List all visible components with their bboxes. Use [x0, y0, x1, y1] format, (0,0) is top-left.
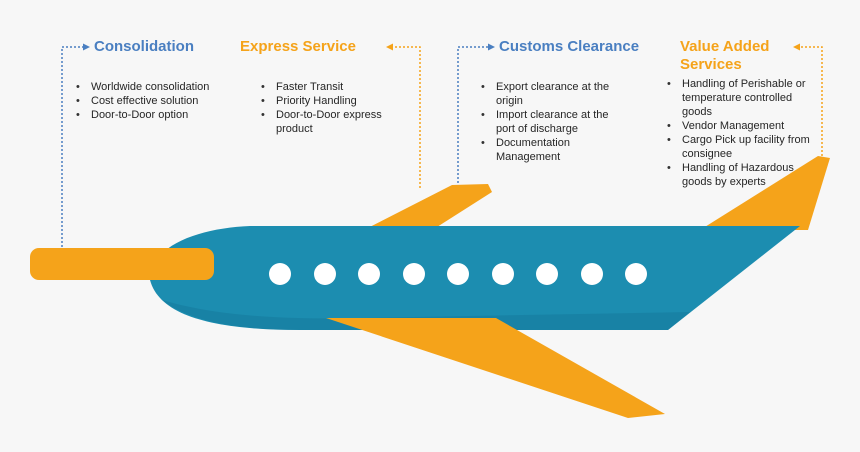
value-added-services-item: Vendor Management	[667, 119, 817, 133]
lower-wing	[326, 318, 665, 418]
consolidation-item: Door-to-Door option	[76, 108, 221, 122]
airplane-window	[625, 263, 647, 285]
connector-value-added	[793, 43, 823, 156]
connector-customs	[457, 43, 495, 183]
express-service-item: Faster Transit	[261, 80, 411, 94]
express-service-item: Priority Handling	[261, 94, 411, 108]
customs-clearance-item: Import clearance at the port of discharg…	[481, 108, 616, 136]
consolidation-title: Consolidation	[94, 38, 194, 55]
connector-express	[386, 43, 421, 188]
airplane-window	[581, 263, 603, 285]
value-added-services-item: Handling of Hazardous goods by experts	[667, 161, 817, 189]
airplane-window	[358, 263, 380, 285]
customs-clearance-title: Customs Clearance	[499, 38, 640, 55]
horizontal-stabilizer	[30, 248, 214, 280]
customs-clearance-list: Export clearance at the origin Import cl…	[481, 80, 616, 164]
airplane-window	[536, 263, 558, 285]
fuselage-underside-shade	[162, 300, 690, 330]
fuselage	[150, 226, 800, 330]
value-added-services-list: Handling of Perishable or temperature co…	[667, 77, 817, 189]
value-added-services-item: Cargo Pick up facility from consignee	[667, 133, 817, 161]
consolidation-item: Cost effective solution	[76, 94, 221, 108]
express-service-item: Door-to-Door express product	[261, 108, 411, 136]
airplane-window	[314, 263, 336, 285]
value-added-services-title: Value Added Services	[680, 38, 770, 73]
upper-wing	[356, 184, 492, 234]
value-added-services-item: Handling of Perishable or temperature co…	[667, 77, 817, 119]
airplane-window	[492, 263, 514, 285]
consolidation-item: Worldwide consolidation	[76, 80, 221, 94]
airplane-window	[269, 263, 291, 285]
connector-consolidation	[61, 43, 90, 247]
express-service-title: Express Service	[240, 38, 356, 55]
customs-clearance-item: Documentation Management	[481, 136, 616, 164]
airplane-window	[447, 263, 469, 285]
consolidation-list: Worldwide consolidation Cost effective s…	[76, 80, 221, 122]
customs-clearance-item: Export clearance at the origin	[481, 80, 616, 108]
express-service-list: Faster Transit Priority Handling Door-to…	[261, 80, 411, 136]
airplane-window	[403, 263, 425, 285]
